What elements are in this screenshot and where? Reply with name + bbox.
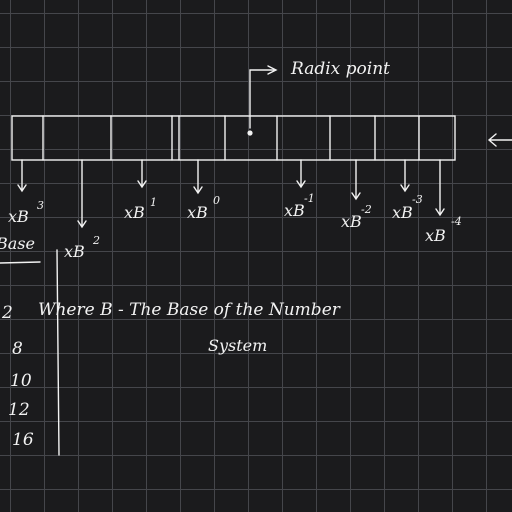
weight-b0-base: xB — [187, 203, 208, 222]
weight-b1: xB 1 — [124, 197, 157, 222]
weight-b2-base: xB — [64, 242, 85, 261]
register-cell-dividers — [42, 115, 420, 161]
base-value-16: 16 — [12, 430, 34, 450]
weight-arrows — [17, 159, 445, 229]
weight-b-1-base: xB — [284, 201, 305, 220]
base-table-divider — [56, 249, 60, 456]
weight-b-3: xB -3 — [392, 194, 423, 222]
radix-point-dot — [247, 130, 253, 136]
weight-b3: xB 3 — [8, 200, 44, 226]
weight-b-2: xB -2 — [341, 204, 372, 231]
base-value-10: 10 — [10, 371, 32, 391]
entry-arrow — [487, 133, 512, 147]
weight-b1-exp: 1 — [150, 196, 157, 209]
weight-b1-base: xB — [124, 203, 145, 222]
base-table-underline — [0, 261, 41, 264]
weight-b3-base: xB — [8, 207, 29, 226]
weight-b-4-exp: -4 — [451, 215, 462, 228]
radix-point-label: Radix point — [291, 59, 390, 79]
weight-b0-exp: 0 — [213, 194, 220, 207]
weight-b-1-exp: -1 — [304, 192, 315, 205]
weight-b0: xB 0 — [187, 195, 220, 222]
radix-connector — [249, 69, 275, 129]
note-line-2: System — [208, 336, 268, 355]
radix-arrowhead — [267, 65, 278, 75]
weight-b3-exp: 3 — [37, 199, 44, 212]
weight-b-3-exp: -3 — [412, 193, 423, 206]
weight-b2-exp: 2 — [93, 234, 100, 247]
base-value-8: 8 — [12, 339, 23, 359]
note-line-1: Where B - The Base of the Number — [38, 300, 340, 320]
weight-b-2-base: xB — [341, 212, 362, 231]
weight-b-2-exp: -2 — [361, 203, 372, 216]
base-value-12: 12 — [8, 400, 30, 420]
weight-b-4: xB -4 — [425, 216, 462, 245]
base-value-2: 2 — [2, 303, 13, 323]
weight-b2: xB 2 — [64, 235, 100, 261]
base-header: Base — [0, 234, 35, 253]
weight-b-1: xB -1 — [284, 193, 315, 220]
weight-b-4-base: xB — [425, 226, 446, 245]
register-box — [11, 115, 456, 161]
weight-b-3-base: xB — [392, 203, 413, 222]
